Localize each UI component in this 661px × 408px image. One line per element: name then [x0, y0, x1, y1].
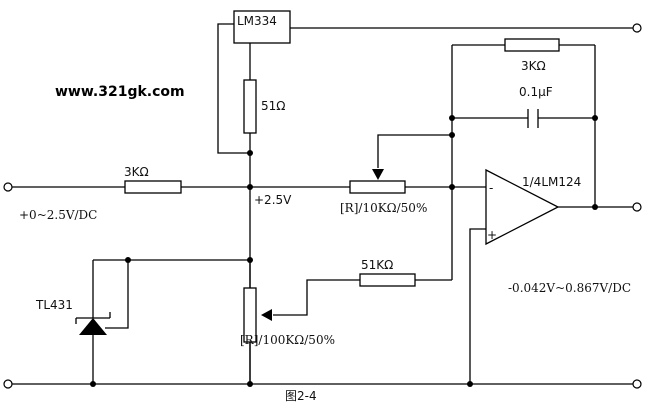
opamp-noninverting-pin: + — [487, 228, 497, 242]
figure-caption: 图2-4 — [285, 389, 317, 403]
wires — [12, 23, 633, 385]
opamp-lm124: - + 1/4LM124 — [485, 168, 581, 246]
resistor-3k-feedback: 3KΩ — [504, 38, 560, 73]
resistor-3k-input-label: 3KΩ — [124, 165, 149, 179]
opamp-inverting-pin: - — [489, 181, 493, 195]
resistor-51ohm: 51Ω — [243, 79, 285, 134]
capacitor-label: 0.1μF — [519, 85, 553, 99]
watermark-text: www.321gk.com — [55, 84, 185, 100]
input-terminal — [3, 182, 13, 192]
node-voltage-label: +2.5V — [254, 193, 292, 207]
output-terminal — [632, 202, 642, 212]
lm334-label: LM334 — [237, 14, 277, 28]
supply-terminal — [632, 23, 642, 33]
ground-right-terminal — [632, 379, 642, 389]
potentiometer-10k-label: [R]/10KΩ/50% — [340, 201, 427, 215]
terminals — [3, 23, 642, 389]
tl431-label: TL431 — [35, 298, 73, 312]
capacitor-0-1uf: 0.1μF — [519, 85, 553, 128]
tl431-shunt-regulator: TL431 — [35, 298, 111, 335]
output-range-label: -0.042V~0.867V/DC — [508, 281, 631, 295]
resistor-51k-label: 51KΩ — [361, 258, 393, 272]
resistor-3k-feedback-label: 3KΩ — [521, 59, 546, 73]
input-range-label: +0~2.5V/DC — [19, 208, 97, 222]
potentiometer-100k-label: [R]/100KΩ/50% — [240, 333, 335, 347]
ground-left-terminal — [3, 379, 13, 389]
opamp-label: 1/4LM124 — [522, 175, 581, 189]
lm334-ic: LM334 — [233, 10, 291, 44]
resistor-51ohm-label: 51Ω — [261, 99, 285, 113]
resistor-51k: 51KΩ — [359, 258, 416, 287]
resistor-3k-input: 3KΩ — [124, 165, 182, 194]
potentiometer-10k: [R]/10KΩ/50% — [340, 169, 427, 215]
potentiometer-100k: [R]/100KΩ/50% — [240, 287, 335, 384]
junction-dots — [90, 115, 598, 387]
